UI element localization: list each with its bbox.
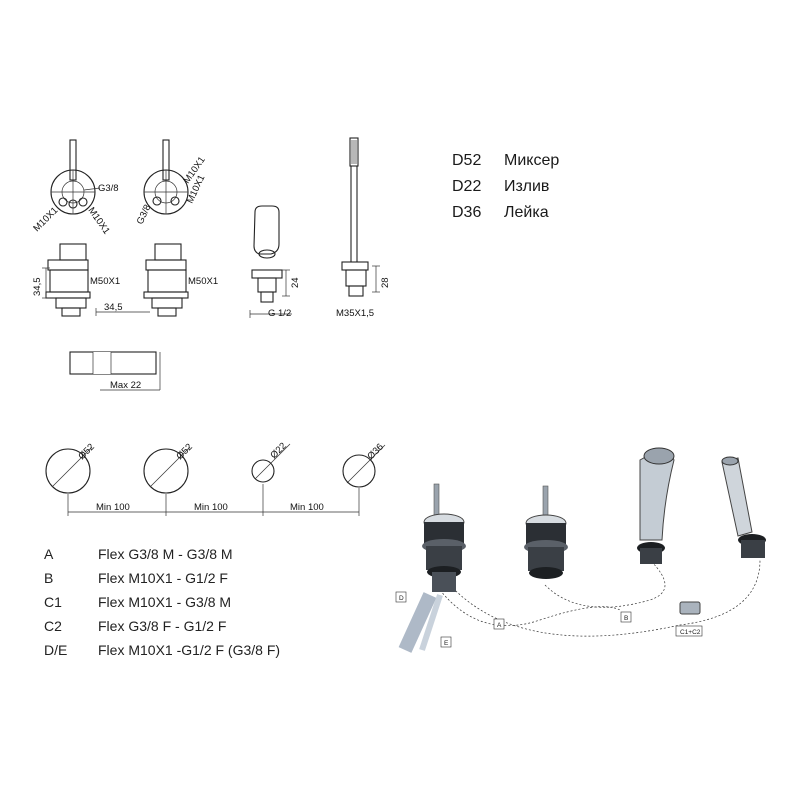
parts-row: C2 Flex G3/8 F - G1/2 F — [44, 614, 280, 638]
part-description: Flex M10X1 - G1/2 F — [98, 570, 228, 586]
legend-code: D52 — [452, 152, 482, 169]
max-thickness-label: Max 22 — [110, 380, 141, 391]
min-spacing-label: Min 100 — [96, 502, 130, 513]
hose-tag-c1-c2: C1+C2 — [680, 629, 701, 636]
min-spacing-label: Min 100 — [194, 502, 228, 513]
legend-name: Излив — [504, 178, 550, 195]
part-description: Flex M10X1 - G3/8 M — [98, 594, 232, 610]
part-description: Flex M10X1 -G1/2 F (G3/8 F) — [98, 642, 281, 658]
mixer-side-view-2: M50X1 34,5 — [95, 243, 218, 317]
countertop-section: Max 22 — [69, 351, 161, 391]
legend-row: D36 Лейка — [452, 200, 559, 226]
mixer-front-view-1: G3/8 M10X1 M10X1 — [31, 139, 119, 236]
hole-diameter-36: Ø36 — [365, 442, 385, 462]
thread-label-g38: G3/8 — [135, 203, 154, 226]
part-code: A — [44, 546, 54, 562]
part-code: C1 — [44, 594, 62, 610]
hole-diameter-52: Ø52 — [76, 442, 96, 462]
hole-diameter-22: Ø22 — [268, 441, 288, 461]
thread-label-m10x1: M10X1 — [86, 205, 112, 236]
spout-side-view: 24 G 1/2 — [249, 205, 301, 319]
part-description: Flex G3/8 M - G3/8 M — [98, 546, 233, 562]
part-code: B — [44, 570, 54, 586]
dimension-34-5-height: 34,5 — [32, 278, 43, 297]
part-code: D/E — [44, 642, 68, 658]
thread-label-g12: G 1/2 — [268, 308, 291, 319]
legend-code: D22 — [452, 178, 482, 195]
legend-name: Лейка — [504, 204, 549, 221]
thread-label-m10x1: M10X1 — [31, 205, 60, 234]
legend-code: D36 — [452, 204, 482, 221]
hand-shower-side-view: 28 M35X1,5 — [336, 137, 391, 319]
hose-tag-a: A — [497, 622, 502, 629]
thread-label-g38: G3/8 — [98, 183, 119, 194]
thread-label-m35x15: M35X1,5 — [336, 308, 374, 319]
parts-row: D/E Flex M10X1 -G1/2 F (G3/8 F) — [44, 638, 280, 662]
part-code: C2 — [44, 618, 62, 634]
hole-diameter-52: Ø52 — [174, 442, 194, 462]
parts-row: B Flex M10X1 - G1/2 F — [44, 566, 280, 590]
thread-label-m50x1: M50X1 — [90, 276, 120, 287]
hose-tag-d: D — [399, 595, 404, 602]
hole-layout: Ø52 Ø52 Ø22 Ø36 Min 100 Min 100 Min 100 — [45, 441, 386, 516]
legend-row: D22 Излив — [452, 174, 559, 200]
parts-row: A Flex G3/8 M - G3/8 M — [44, 542, 280, 566]
hose-tag-b: B — [624, 615, 628, 622]
dimension-24: 24 — [290, 277, 301, 288]
product-illustration: A B C1+C2 D E — [395, 447, 766, 653]
mixer-side-view-1: 34,5 M50X1 — [32, 243, 120, 317]
hose-tag-e: E — [444, 640, 449, 647]
legend-row: D52 Миксер — [452, 148, 559, 174]
hose-parts-list: A Flex G3/8 M - G3/8 M B Flex M10X1 - G1… — [44, 542, 280, 662]
min-spacing-label: Min 100 — [290, 502, 324, 513]
dimension-34-5-width: 34,5 — [104, 302, 123, 313]
thread-label-m50x1: M50X1 — [188, 276, 218, 287]
component-legend: D52 Миксер D22 Излив D36 Лейка — [452, 148, 559, 226]
parts-row: C1 Flex M10X1 - G3/8 M — [44, 590, 280, 614]
dimension-28: 28 — [380, 277, 391, 288]
legend-name: Миксер — [504, 152, 560, 169]
mixer-front-view-2: M10X1 G3/8 M10X1 — [135, 139, 208, 226]
part-description: Flex G3/8 F - G1/2 F — [98, 618, 227, 634]
